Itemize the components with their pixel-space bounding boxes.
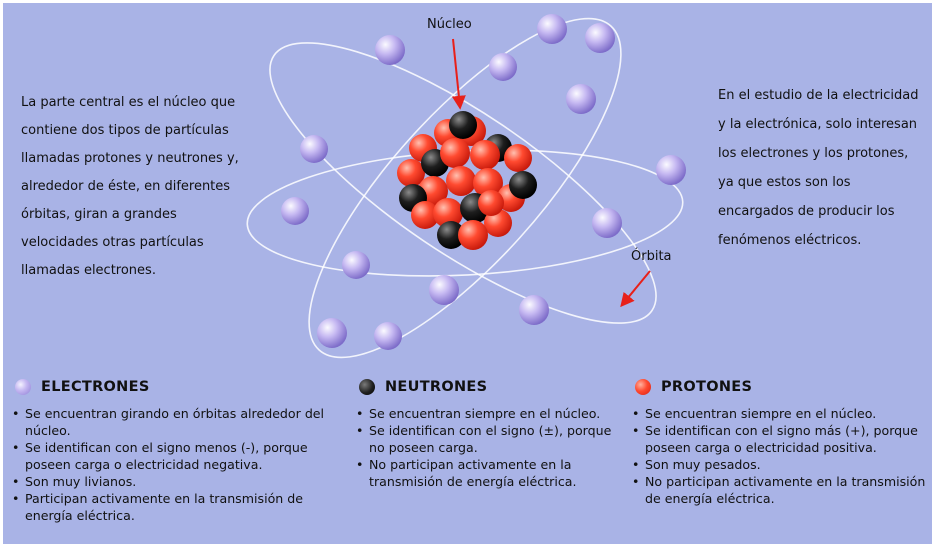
nucleus-label: Núcleo [427,17,472,32]
list-item: Se identifican con el signo (±), porque … [355,422,617,456]
atom-illustration [246,14,686,359]
neutron-sphere-icon [359,379,375,395]
list-item: No participan activamente en la transmis… [355,456,617,490]
protons-column: PROTONES Se encuentran siempre en el núc… [631,375,931,507]
orbit-label: Órbita [631,249,672,264]
proton-sphere-icon [635,379,651,395]
protons-title: PROTONES [661,379,753,395]
list-item: Se encuentran girando en órbitas alreded… [11,405,341,439]
electrons [281,14,686,350]
intro-right-text: En el estudio de la electricidad y la el… [718,88,919,248]
list-item: No participan activamente en la transmis… [631,473,931,507]
list-item: Participan activamente en la transmisión… [11,490,341,524]
electrons-column: ELECTRONES Se encuentran girando en órbi… [11,375,341,524]
atom-diagram-board: Núcleo Órbita La parte central es el núc… [3,3,932,544]
list-item: Se identifican con el signo más (+), por… [631,422,931,456]
nucleus-cluster [397,111,537,250]
orbit-pointer-arrow [620,270,651,308]
nucleus-pointer-arrow [451,38,466,110]
list-item: Se identifican con el signo menos (-), p… [11,439,341,473]
orbit-tilted-right [308,17,622,359]
electron-sphere-icon [15,379,31,395]
list-item: Se encuentran siempre en el núcleo. [631,405,931,422]
electrons-title: ELECTRONES [41,379,150,395]
list-item: Son muy livianos. [11,473,341,490]
neutrons-column: NEUTRONES Se encuentran siempre en el nú… [355,375,617,490]
neutrons-title: NEUTRONES [385,379,488,395]
list-item: Se encuentran siempre en el núcleo. [355,405,617,422]
orbit-tilted-left [269,42,657,324]
list-item: Son muy pesados. [631,456,931,473]
intro-left-text: La parte central es el núcleo que contie… [21,95,239,278]
